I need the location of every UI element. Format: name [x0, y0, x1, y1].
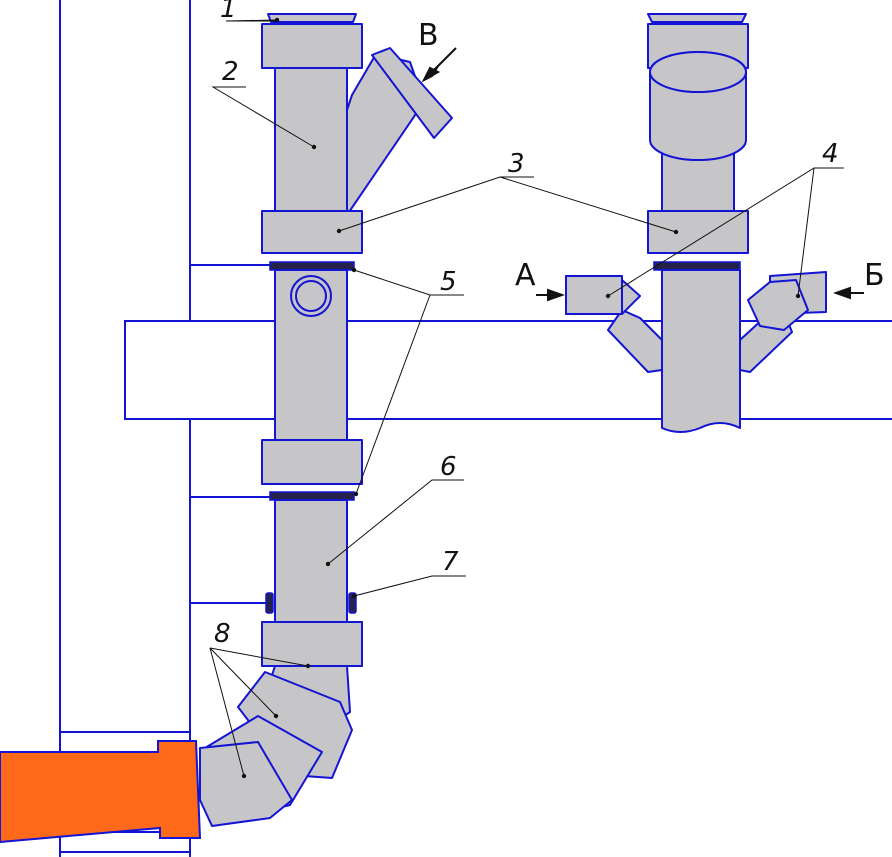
arrow-b-head [833, 286, 851, 300]
wall-brackets [190, 264, 272, 604]
callout-6: 6 [440, 452, 457, 482]
callout-8: 8 [214, 619, 231, 649]
callout-labels: 1 2 3 4 5 6 7 8 [214, 0, 839, 649]
upper-socket [261, 23, 363, 69]
view-letter-a: А [515, 258, 536, 293]
side-gasket [653, 261, 741, 271]
callout-4: 4 [822, 139, 839, 169]
bottom-socket [261, 621, 363, 667]
callout-1: 1 [220, 0, 237, 24]
side-branch-a [565, 275, 663, 373]
leader-lines [209, 17, 844, 779]
middle-socket [261, 439, 363, 485]
callout-7: 7 [442, 547, 459, 577]
plug-cap [267, 13, 357, 23]
elbow-bends [199, 665, 353, 827]
callout-5: 5 [440, 267, 457, 297]
floor-slab [124, 320, 892, 420]
view-letter-v: В [418, 18, 439, 53]
revision-hatch [290, 275, 332, 317]
gasket-lower [269, 491, 355, 501]
arrow-a-head [547, 288, 565, 302]
callout-3: 3 [508, 149, 525, 179]
pipe-riser-side-view [565, 13, 827, 433]
upper-pipe [274, 67, 348, 212]
side-plug-cap [647, 13, 747, 23]
wall-shaft [59, 0, 191, 857]
lower-pipe [274, 499, 348, 623]
clamp-left [265, 592, 274, 614]
view-letter-b: Б [864, 258, 885, 293]
pipe-riser-front-view [199, 13, 453, 827]
view-letters: А Б В [418, 18, 885, 293]
outlet-sewer-pipe [0, 740, 202, 844]
side-branch-cylinder [649, 51, 747, 161]
gasket-upper [269, 261, 355, 271]
side-lower-pipe [661, 269, 741, 433]
callout-2: 2 [222, 57, 239, 87]
side-coupling [647, 210, 749, 254]
coupling [261, 210, 363, 254]
revision-pipe [274, 269, 348, 441]
view-arrows [421, 47, 864, 302]
